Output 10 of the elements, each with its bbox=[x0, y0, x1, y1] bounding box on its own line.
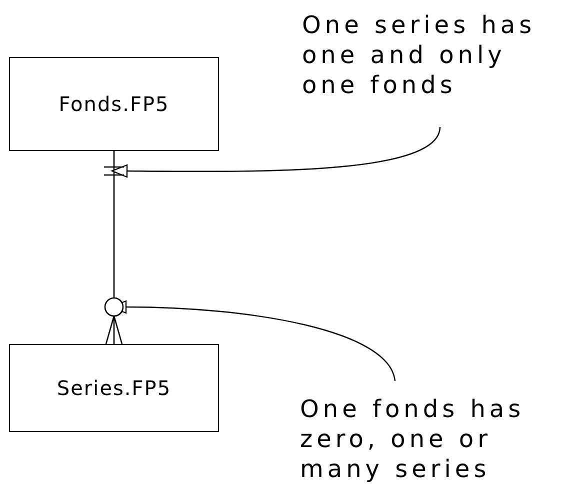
leader-line bbox=[111, 126, 441, 178]
circle-mark bbox=[104, 297, 124, 317]
relationship-line bbox=[105, 151, 124, 344]
entity-name: Fonds.FP5 bbox=[58, 92, 170, 116]
entity-box bbox=[9, 344, 219, 432]
entity-box bbox=[9, 57, 219, 151]
double-bar-mark bbox=[103, 166, 125, 176]
note-text: One series has one and only one fonds bbox=[302, 10, 564, 100]
note-text: One fonds has zero, one or many series bbox=[300, 394, 562, 484]
entity-name: Series.FP5 bbox=[56, 376, 172, 400]
